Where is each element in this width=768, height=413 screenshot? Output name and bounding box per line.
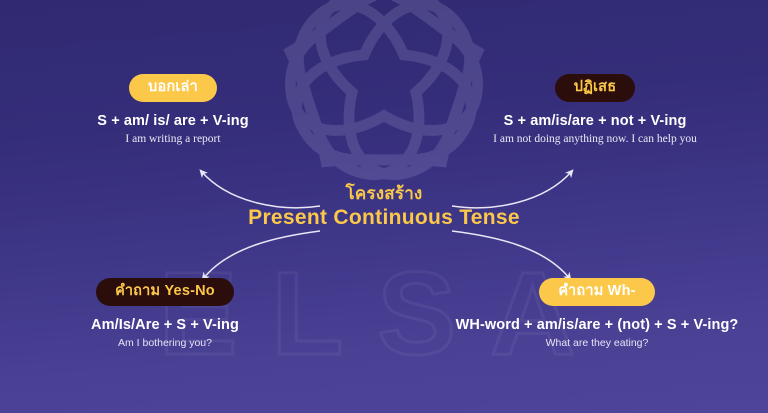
- example-affirmative: I am writing a report: [125, 132, 221, 145]
- formula-negative: S + am/is/are + not + V-ing: [503, 112, 687, 129]
- formula-yes-no-question: Am/Is/Are + S + V-ing: [91, 316, 239, 333]
- badge-affirmative: บอกเล่า: [129, 74, 217, 102]
- badge-yes-no-question: คำถาม Yes-No: [96, 278, 234, 306]
- formula-wh-question: WH-word + am/is/are + (not) + S + V-ing?: [455, 316, 739, 333]
- center-title-block: โครงสร้าง Present Continuous Tense: [0, 183, 768, 232]
- center-label-thai: โครงสร้าง: [345, 184, 423, 203]
- quadrant-wh-question: คำถาม Wh- WH-word + am/is/are + (not) + …: [432, 278, 762, 349]
- curved-arrow-down-left-icon: [201, 230, 321, 281]
- quadrant-yes-no-question: คำถาม Yes-No Am/Is/Are + S + V-ing Am I …: [0, 278, 330, 349]
- example-yes-no-question: Am I bothering you?: [118, 336, 212, 349]
- example-wh-question: What are they eating?: [545, 336, 649, 349]
- example-negative: I am not doing anything now. I can help …: [493, 132, 697, 145]
- curved-arrow-down-right-icon: [451, 230, 572, 281]
- quadrant-negative: ปฏิเสธ S + am/is/are + not + V-ing I am …: [430, 74, 760, 145]
- quadrant-affirmative: บอกเล่า S + am/ is/ are + V-ing I am wri…: [8, 74, 338, 145]
- badge-wh-question: คำถาม Wh-: [539, 278, 655, 306]
- formula-affirmative: S + am/ is/ are + V-ing: [97, 112, 249, 129]
- badge-negative: ปฏิเสธ: [554, 74, 636, 102]
- center-title-english: Present Continuous Tense: [248, 206, 520, 230]
